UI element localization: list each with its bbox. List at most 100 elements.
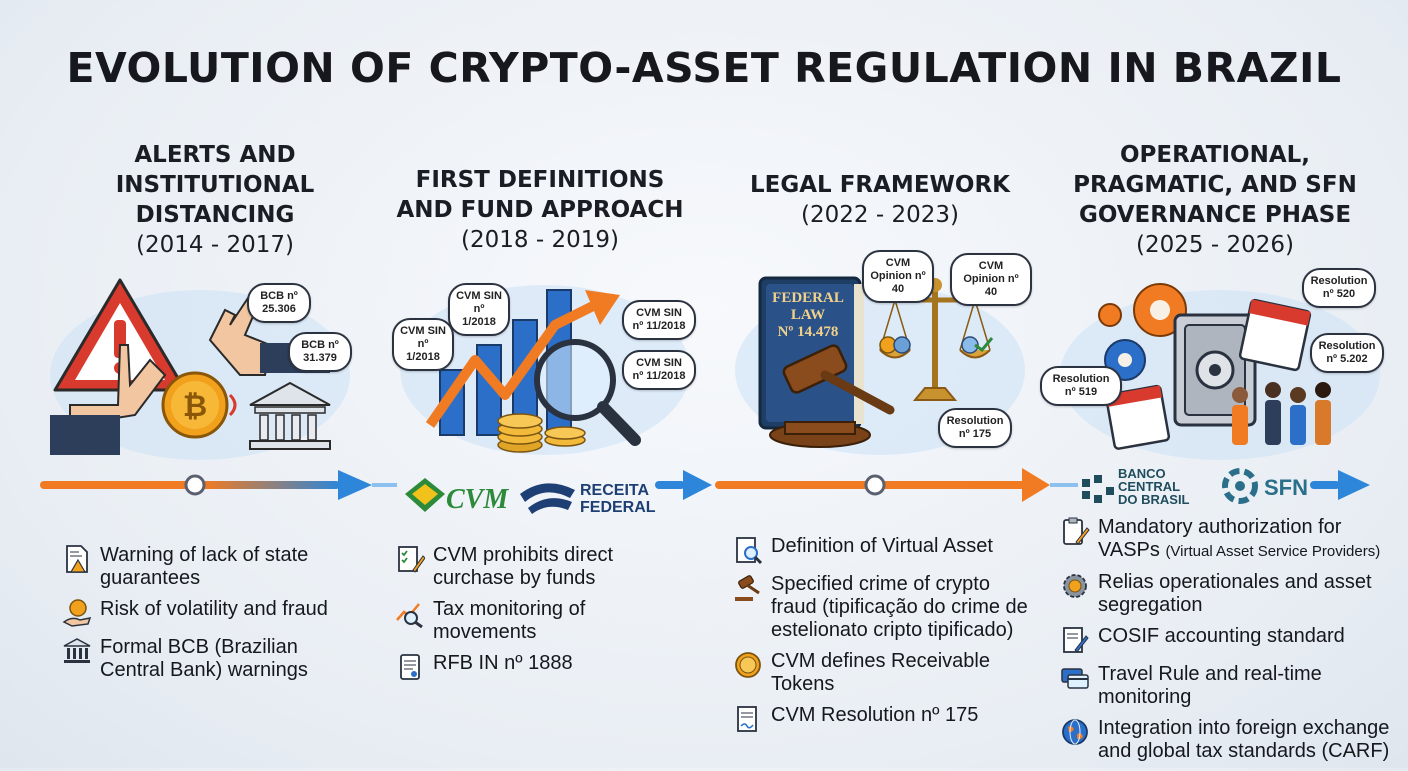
- phase-3-heading: LEGAL FRAMEWORK (2022 - 2023): [720, 170, 1040, 230]
- phase-2-bubble: CVM SIN nº 1/2018: [448, 283, 510, 336]
- phase-4-list: Mandatory authorization for VASPs (Virtu…: [1060, 516, 1400, 771]
- phase-2-heading: FIRST DEFINITIONS AND FUND APPROACH (201…: [380, 165, 700, 255]
- list-item: Definition of Virtual Asset: [733, 535, 1033, 565]
- list-item: Travel Rule and real-time monitoring: [1060, 663, 1400, 709]
- list-item: CVM prohibits direct curchase by funds: [395, 544, 645, 590]
- svg-text:₿: ₿: [183, 389, 207, 424]
- checklist-pencil-icon: [398, 546, 425, 573]
- law-book-title-line: LAW: [790, 307, 826, 323]
- law-book-title-line: Nº 14.478: [777, 324, 839, 340]
- bank-building-icon: [249, 381, 331, 450]
- list-item: Mandatory authorization for VASPs (Virtu…: [1060, 516, 1400, 563]
- globe-icon: [1062, 719, 1088, 745]
- magnifier-icon: [534, 339, 641, 446]
- phase-3-bubble: CVM Opinion nº 40: [862, 250, 934, 303]
- phase-4-illustration: [1060, 283, 1380, 460]
- phase-2-years: (2018 - 2019): [461, 227, 619, 253]
- stop-hand-icon: [50, 344, 167, 455]
- cvm-logo-icon: [405, 478, 445, 512]
- phase-3-heading-line: LEGAL FRAMEWORK: [750, 172, 1010, 198]
- list-item: Warning of lack of state guarantees: [62, 544, 332, 590]
- gear-coin-icon: [1063, 574, 1087, 598]
- phase-1-heading-line: INSTITUTIONAL: [115, 172, 315, 198]
- phase-2-bubble: CVM SIN nº 11/2018: [622, 300, 696, 340]
- timeline-arrow-2: [655, 470, 712, 500]
- list-item-text: CVM defines Receivable Tokens: [771, 650, 990, 695]
- phase-1-heading: ALERTS AND INSTITUTIONAL DISTANCING (201…: [60, 140, 370, 260]
- phase-4-bubble: Resolution nº 520: [1302, 268, 1376, 308]
- clipboard-pencil-icon: [1063, 517, 1090, 545]
- bcb-logo-line: CENTRAL: [1118, 479, 1181, 494]
- coins-stack-icon: [735, 652, 761, 678]
- list-item-text: Formal BCB (Brazilian Central Bank) warn…: [100, 636, 308, 681]
- warning-document-icon: [66, 545, 88, 573]
- timeline-arrow-3: [715, 468, 1050, 502]
- document-pen-icon: [1063, 627, 1089, 653]
- list-item-text: Risk of volatility and fraud: [100, 598, 328, 620]
- list-item-text: Specified crime of crypto fraud (tipific…: [771, 573, 1028, 641]
- list-item: Risk of volatility and fraud: [62, 598, 332, 628]
- list-item-text: Travel Rule and real-time monitoring: [1098, 663, 1322, 708]
- document-magnifier-icon: [736, 537, 763, 565]
- phase-2-heading-line: AND FUND APPROACH: [396, 197, 684, 223]
- receita-logo-icon: [520, 483, 575, 514]
- list-item-text: Integration into foreign exchange and gl…: [1098, 717, 1390, 762]
- timeline-arrow-1: [40, 470, 372, 500]
- gavel-icon: [769, 344, 895, 448]
- phase-1-years: (2014 - 2017): [136, 232, 294, 258]
- phase-1-bubble: BCB nº 25.306: [247, 283, 311, 323]
- people-icon: [1232, 382, 1331, 445]
- law-book-title: FEDERAL LAW Nº 14.478: [768, 290, 848, 341]
- phase-4-years: (2025 - 2026): [1136, 232, 1294, 258]
- list-item: RFB IN nº 1888: [395, 652, 645, 682]
- phase-1-bubble: BCB nº 31.379: [288, 332, 352, 372]
- chart-magnifier-icon: [396, 603, 423, 628]
- receita-logo-line: RECEITA: [580, 482, 650, 499]
- transfer-cards-icon: [1061, 668, 1089, 689]
- phase-2-list: CVM prohibits direct curchase by funds T…: [395, 544, 645, 690]
- bcb-logo-line: DO BRASIL: [1118, 492, 1190, 507]
- list-item-text: CVM Resolution nº 175: [771, 704, 979, 726]
- list-item: Tax monitoring of movements: [395, 598, 645, 644]
- timeline-arrow-4: [1310, 470, 1370, 500]
- phase-4-heading-line: PRAGMATIC, AND SFN: [1073, 172, 1357, 198]
- law-book-icon: [758, 276, 864, 430]
- list-item-text: Definition of Virtual Asset: [771, 535, 993, 557]
- calendar-icon: [1105, 298, 1312, 450]
- receita-logo-text: RECEITA FEDERAL: [580, 482, 656, 516]
- signed-document-icon: [737, 706, 757, 732]
- phase-1-illustration: ₿: [50, 278, 350, 460]
- list-item-note: (Virtual Asset Service Providers): [1165, 543, 1381, 560]
- bcb-logo-text: BANCO CENTRAL DO BRASIL: [1118, 467, 1190, 506]
- scroll-document-icon: [400, 654, 420, 680]
- sfn-logo-icon: [1222, 468, 1258, 504]
- bitcoin-coin-icon: ₿: [161, 371, 229, 439]
- list-item: Specified crime of crypto fraud (tipific…: [733, 573, 1033, 642]
- coin-stack-icon: [497, 413, 586, 453]
- bcb-logo-icon: [1082, 475, 1114, 503]
- list-item-text: Relias operationales and asset segregati…: [1098, 571, 1372, 616]
- list-item-text: Warning of lack of state guarantees: [100, 544, 309, 589]
- phase-2-bubble: CVM SIN nº 1/2018: [392, 318, 454, 371]
- phase-2-heading-line: FIRST DEFINITIONS: [415, 167, 665, 193]
- phase-1-list: Warning of lack of state guarantees Risk…: [62, 544, 332, 690]
- phase-1-heading-line: ALERTS AND: [134, 142, 296, 168]
- phase-4-bubble: Resolution nº 519: [1040, 366, 1122, 406]
- phase-4-heading-line: GOVERNANCE PHASE: [1078, 202, 1352, 228]
- list-item: Formal BCB (Brazilian Central Bank) warn…: [62, 636, 332, 682]
- bank-icon: [63, 638, 91, 663]
- phase-2-bubble: CVM SIN nº 11/2018: [622, 350, 696, 390]
- list-item-text: RFB IN nº 1888: [433, 652, 573, 674]
- phase-3-bubble: CVM Opinion nº 40: [950, 253, 1032, 306]
- list-item-text: COSIF accounting standard: [1098, 625, 1345, 647]
- list-item: Integration into foreign exchange and gl…: [1060, 717, 1400, 763]
- page-title: EVOLUTION OF CRYPTO-ASSET REGULATION IN …: [66, 44, 1342, 92]
- list-item: CVM defines Receivable Tokens: [733, 650, 1033, 696]
- law-book-title-line: FEDERAL: [772, 290, 844, 306]
- timeline: [40, 468, 1370, 514]
- sfn-logo-text: SFN: [1264, 475, 1308, 500]
- receita-logo-line: FEDERAL: [580, 499, 656, 516]
- cvm-logo-text: CVM: [446, 484, 509, 515]
- phase-4-bubble: Resolution nº 5.202: [1310, 333, 1384, 373]
- list-item-main: Mandatory authorization for VASPs: [1098, 516, 1342, 561]
